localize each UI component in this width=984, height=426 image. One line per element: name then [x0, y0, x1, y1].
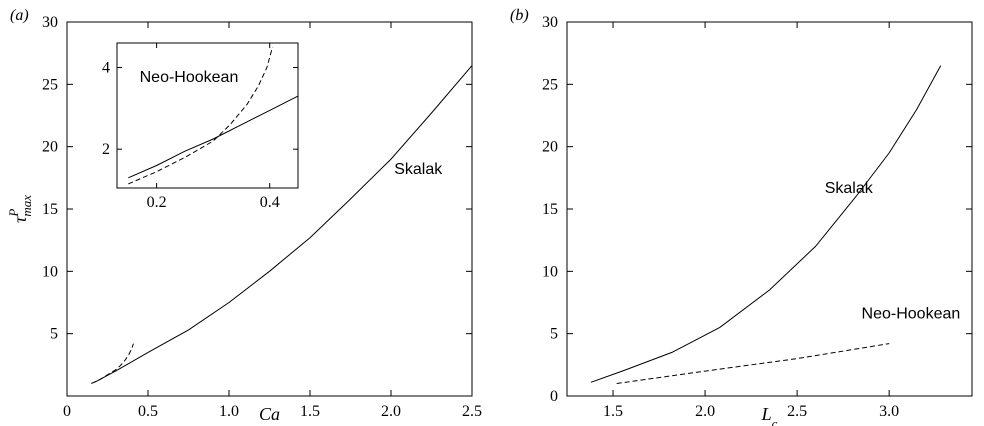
b-plot-frame	[566, 21, 973, 397]
b-x-tick-label: 3.0	[879, 403, 899, 420]
inset-series-line-neo-hookean	[128, 46, 273, 185]
a-annotation-skalak: Skalak	[394, 161, 443, 178]
inset-y-tick-label: 4	[102, 60, 110, 77]
a-x-axis-label: Ca	[259, 404, 280, 424]
b-y-tick-label: 15	[542, 201, 558, 218]
b-y-tick-label: 10	[542, 263, 558, 280]
inset-x-tick-label: 0.4	[260, 194, 280, 211]
b-x-tick-label: 1.5	[603, 403, 623, 420]
b-annotation-neo-hookean: Neo-Hookean	[862, 306, 961, 323]
inset-frame	[116, 42, 299, 189]
a-series-line-skalak	[94, 65, 473, 383]
inset-y-tick-label: 2	[102, 141, 110, 158]
inset-annotation-neo-hookean: Neo-Hookean	[140, 69, 239, 86]
a-y-tick-label: 15	[42, 201, 58, 218]
b-x-axis-label: Lc	[761, 404, 778, 426]
a-y-tick-label: 20	[42, 139, 58, 156]
b-y-tick-label: 20	[542, 139, 558, 156]
a-y-axis-label: τPmax	[6, 195, 34, 223]
b-x-tick-label: 2.0	[695, 403, 715, 420]
b-annotation-skalak: Skalak	[825, 180, 874, 197]
b-y-tick-label: 5	[550, 326, 558, 343]
b-panel-label: (b)	[510, 7, 529, 24]
a-x-tick-label: 1.5	[300, 403, 320, 420]
a-y-tick-label: 10	[42, 263, 58, 280]
b-series-line-neo-hookean	[616, 343, 890, 384]
inset-series-line-skalak	[128, 95, 299, 179]
a-panel-label: (a)	[10, 7, 29, 24]
a-y-tick-label: 25	[42, 76, 58, 93]
inset-x-tick-label: 0.2	[147, 194, 167, 211]
a-series-line-neo-hookean	[91, 343, 134, 384]
b-x-tick-label: 2.5	[787, 403, 807, 420]
b-y-tick-label: 25	[542, 76, 558, 93]
a-x-tick-label: 0.5	[138, 403, 158, 420]
b-y-tick-label: 0	[550, 388, 558, 405]
b-series-line-skalak	[590, 65, 942, 383]
a-y-tick-label: 5	[50, 326, 58, 343]
a-y-tick-label: 30	[42, 14, 58, 31]
a-x-tick-label: 2.0	[381, 403, 401, 420]
a-x-tick-label: 0	[63, 403, 71, 420]
b-y-tick-label: 30	[542, 14, 558, 31]
a-x-tick-label: 1.0	[219, 403, 239, 420]
a-x-tick-label: 2.5	[462, 403, 482, 420]
panel-b: 1.5 2.0 2.5 3.0 0 5 10 15 20 25 30SkalakNeo-Hookea…	[510, 7, 973, 426]
